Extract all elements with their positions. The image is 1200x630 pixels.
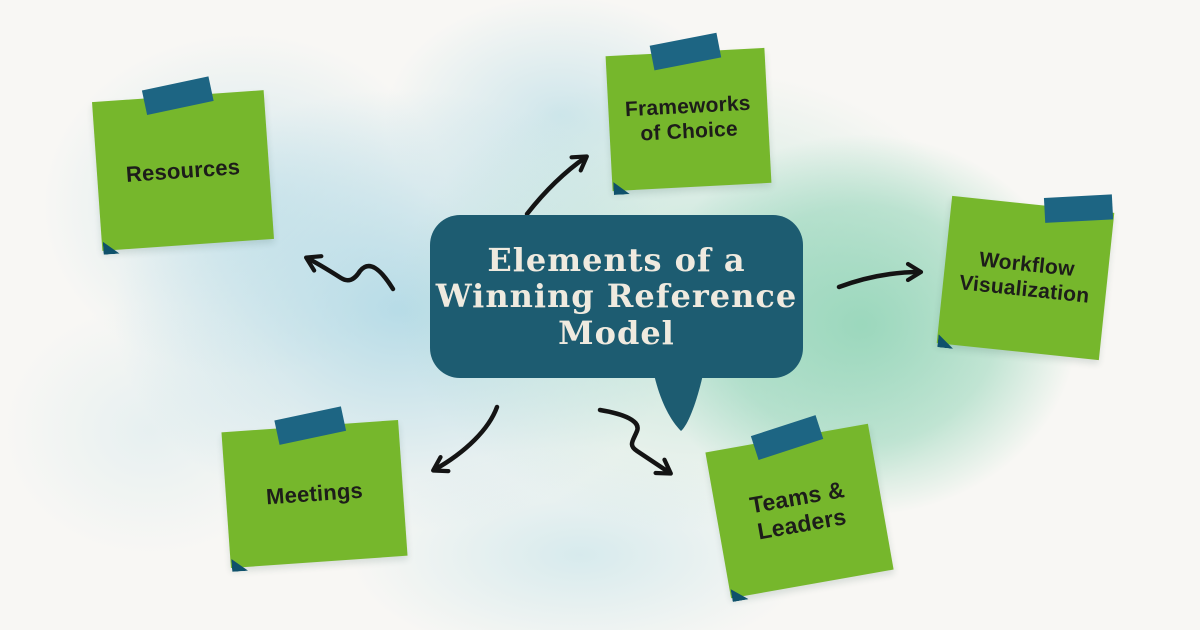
arrow-to-teams-and-leaders (597, 407, 673, 476)
arrow-to-meetings (431, 404, 500, 474)
note-label: Teams & Leaders (747, 475, 849, 545)
note-resources: Resources (92, 76, 274, 251)
arrow-to-workflow-visualization (836, 261, 924, 290)
folded-corner-icon (731, 586, 749, 602)
folded-corner-icon (231, 558, 248, 572)
arrow-to-resources (304, 254, 396, 292)
note-workflow-visualization: Workflow Visualization (936, 194, 1115, 361)
note-frameworks-of-choice: Frameworks of Choice (605, 32, 772, 191)
note-teams-and-leaders: Teams & Leaders (705, 415, 894, 598)
arrow-to-frameworks-of-choice (524, 154, 589, 217)
note-label: Workflow Visualization (958, 248, 1091, 308)
note-meetings: Meetings (221, 406, 408, 568)
diagram-title: Elements of a Winning Reference Model (435, 240, 798, 352)
central-topic-bubble: Elements of a Winning Reference Model (430, 215, 803, 378)
note-label: Meetings (265, 477, 364, 510)
folded-corner-icon (103, 241, 120, 255)
bubble-tail (653, 370, 704, 431)
tape-icon (1043, 194, 1114, 223)
note-label: Frameworks of Choice (624, 91, 752, 146)
note-label: Resources (125, 153, 241, 187)
folded-corner-icon (613, 181, 630, 195)
